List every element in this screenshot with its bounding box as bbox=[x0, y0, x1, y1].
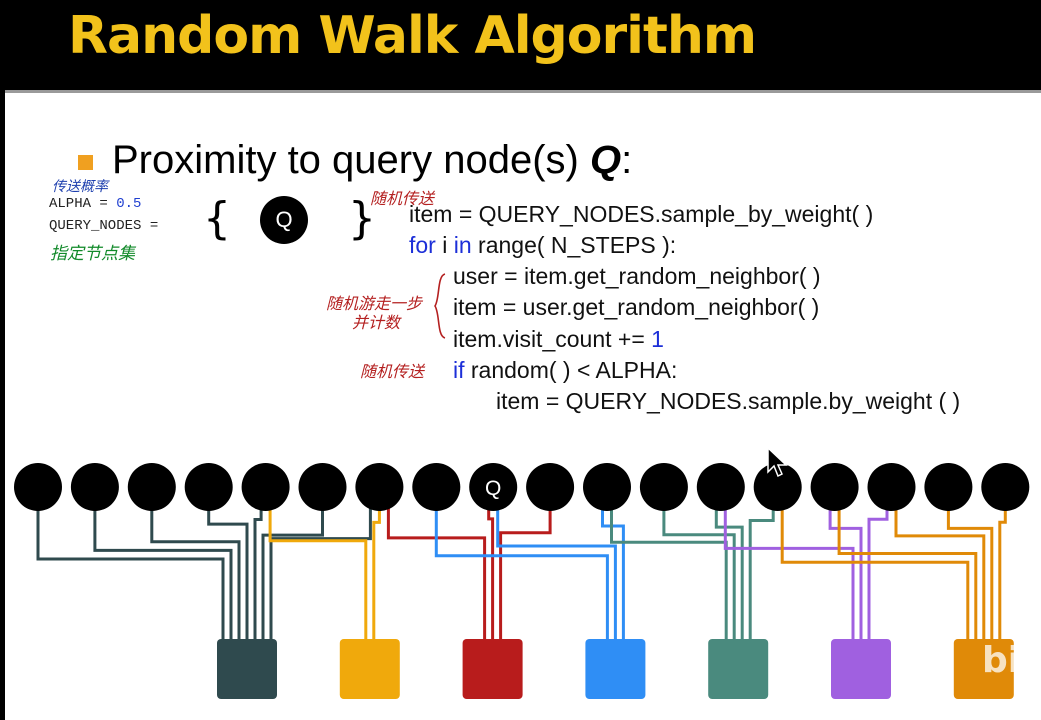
item-node-query bbox=[469, 463, 518, 511]
code-line-2: for i in range( N_STEPS ): bbox=[409, 232, 676, 259]
annotation-random-teleport-2: 随机传送 bbox=[360, 362, 425, 381]
red-brace-icon bbox=[434, 273, 446, 339]
graph-edge bbox=[434, 497, 609, 643]
code-line-6: if random( ) < ALPHA: bbox=[453, 357, 677, 384]
user-node bbox=[585, 639, 646, 699]
item-node bbox=[14, 463, 62, 511]
item-node bbox=[70, 463, 119, 511]
slide-title: Random Walk Algorithm bbox=[68, 6, 757, 66]
query-node-label: Q bbox=[485, 477, 501, 500]
alpha-value: 0.5 bbox=[116, 196, 142, 212]
graph-edge bbox=[867, 497, 889, 643]
graph-edge bbox=[150, 497, 241, 643]
graph-edge bbox=[998, 497, 1007, 643]
item-node bbox=[184, 463, 233, 511]
graph-edge bbox=[268, 497, 368, 643]
graph-edge bbox=[780, 497, 970, 643]
alpha-label: ALPHA = bbox=[49, 196, 117, 212]
annotation-designated-node-set: 指定节点集 bbox=[50, 244, 135, 264]
graph-edge bbox=[487, 497, 495, 643]
annotation-random-teleport-1: 随机传送 bbox=[370, 189, 435, 208]
bullet-heading-text: Proximity to query node(s) bbox=[112, 138, 590, 182]
graph-edge bbox=[207, 497, 249, 643]
item-node bbox=[753, 463, 802, 511]
user-node bbox=[831, 639, 891, 699]
code-line-1: item = QUERY_NODES.sample_by_weight( ) bbox=[409, 201, 874, 227]
code-line-2-rest: range( N_STEPS ): bbox=[471, 232, 677, 258]
keyword-in: in bbox=[453, 232, 472, 258]
item-node bbox=[127, 463, 176, 511]
item-node bbox=[526, 463, 575, 511]
item-node bbox=[355, 463, 404, 511]
user-node bbox=[462, 639, 523, 699]
item-node bbox=[867, 463, 916, 511]
bullet-marker bbox=[78, 155, 93, 170]
code-line-2-mid: i bbox=[435, 232, 454, 258]
graph-edge bbox=[723, 497, 855, 643]
graph-edge bbox=[93, 497, 233, 643]
user-node bbox=[339, 639, 400, 699]
graph-edge bbox=[828, 497, 863, 643]
query-node-q: Q bbox=[260, 196, 308, 244]
item-node bbox=[981, 463, 1030, 511]
query-nodes-label: QUERY_NODES = bbox=[49, 218, 159, 234]
graph-edges bbox=[36, 497, 1007, 643]
bullet-heading-q: Q bbox=[589, 138, 622, 182]
item-node bbox=[639, 463, 688, 511]
keyword-for: for bbox=[409, 232, 436, 258]
user-node bbox=[953, 639, 1014, 699]
graph-edge bbox=[610, 497, 728, 643]
item-node bbox=[412, 463, 461, 511]
graph-edge bbox=[714, 497, 744, 643]
code-line-6-rest: random( ) < ALPHA: bbox=[464, 357, 678, 383]
item-node bbox=[298, 463, 347, 511]
item-node bbox=[583, 463, 631, 511]
graph-edge bbox=[269, 497, 372, 643]
keyword-if: if bbox=[453, 357, 465, 383]
annotation-and-count: 并计数 bbox=[352, 313, 401, 332]
graph-edge bbox=[946, 497, 994, 643]
graph-edge bbox=[496, 497, 617, 643]
graph-edge bbox=[894, 497, 986, 643]
user-node bbox=[708, 639, 769, 699]
item-node bbox=[810, 463, 859, 511]
graph-edge bbox=[36, 497, 225, 643]
graph-edge bbox=[748, 497, 775, 643]
code-line-4: item = user.get_random_neighbor( ) bbox=[453, 294, 820, 320]
code-line-5-number: 1 bbox=[651, 326, 664, 352]
code-line-3: user = item.get_random_neighbor( ) bbox=[453, 263, 821, 289]
item-node bbox=[696, 463, 745, 511]
alpha-param: ALPHA = 0.5 bbox=[49, 196, 141, 212]
code-line-5-text: item.visit_count += bbox=[453, 326, 652, 352]
code-line-5: item.visit_count += 1 bbox=[453, 326, 664, 353]
user-node bbox=[217, 639, 277, 699]
watermark-logo: bili bbox=[982, 640, 1041, 681]
graph-edge bbox=[253, 497, 263, 643]
graph-edge bbox=[499, 497, 552, 643]
graph-edge bbox=[261, 497, 324, 643]
item-node bbox=[241, 463, 290, 511]
bullet-heading: Proximity to query node(s) Q: bbox=[112, 138, 632, 183]
graph-edge bbox=[837, 497, 978, 643]
set-close-brace: } bbox=[348, 193, 376, 244]
title-bar: Random Walk Algorithm bbox=[0, 0, 1041, 90]
item-nodes: Q bbox=[14, 463, 1030, 511]
set-open-brace: { bbox=[203, 193, 231, 244]
annotation-random-walk-step: 随机游走一步 bbox=[326, 294, 423, 313]
graph-edge bbox=[372, 497, 381, 643]
mouse-cursor-icon bbox=[767, 446, 788, 478]
user-nodes bbox=[217, 639, 1014, 699]
annotation-teleport-probability: 传送概率 bbox=[52, 179, 108, 195]
code-line-7: item = QUERY_NODES.sample.by_weight ( ) bbox=[496, 388, 961, 414]
graph-edge bbox=[662, 497, 736, 643]
item-node bbox=[924, 463, 973, 511]
bullet-heading-colon: : bbox=[621, 138, 633, 182]
